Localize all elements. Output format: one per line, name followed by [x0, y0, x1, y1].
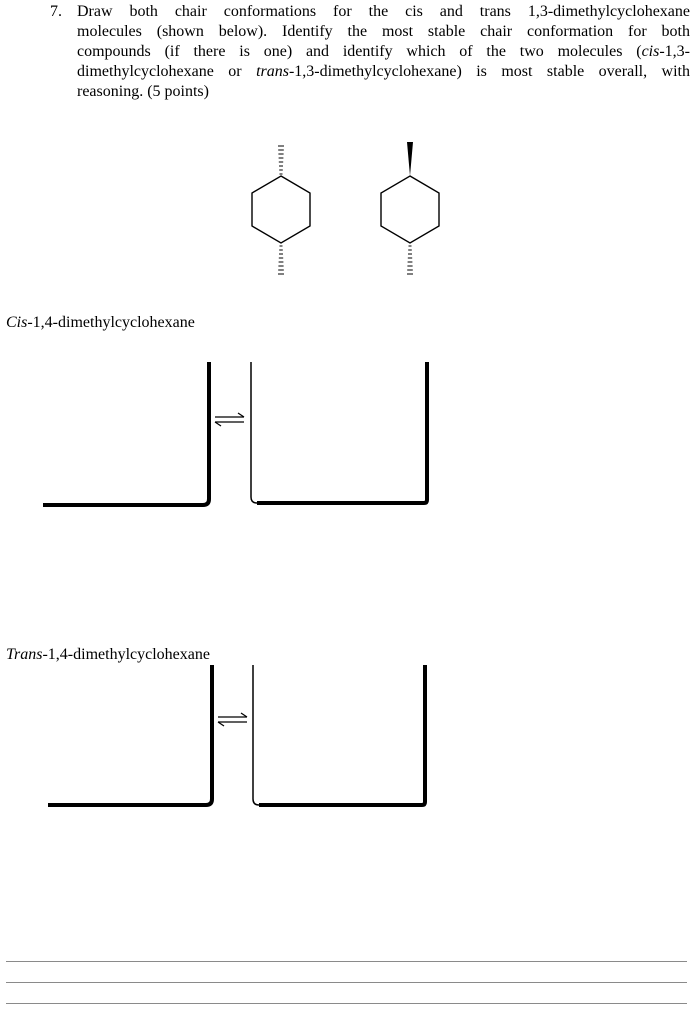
question-line-4: dimethylcyclohexane or trans-1,3-dimethy… — [77, 62, 690, 82]
molecule-structures — [251, 142, 440, 275]
question-line-4-text: dimethylcyclohexane or — [77, 63, 257, 80]
cis-equilibrium-arrow-icon — [214, 412, 245, 427]
cis-section-label: Cis-1,4-dimethylcyclohexane — [6, 313, 195, 333]
trans-top-solid-wedge — [407, 142, 413, 176]
trans-molecule-structure — [380, 142, 440, 275]
cis-molecule-structure — [251, 145, 311, 275]
question-line-3-tail: -1,3- — [659, 43, 690, 60]
question-line-3: compounds (if there is one) and identify… — [77, 42, 690, 62]
question-line-4-italic: trans — [256, 63, 289, 80]
trans-label-rest: -1,4-dimethylcyclohexane — [42, 646, 210, 663]
answer-line-3[interactable] — [6, 1003, 687, 1004]
trans-section-label: Trans-1,4-dimethylcyclohexane — [6, 645, 210, 665]
answer-line-1[interactable] — [6, 961, 687, 962]
question-line-3-text: compounds (if there is one) and identify… — [77, 43, 642, 60]
question-number: 7. — [50, 3, 62, 20]
trans-right-chair-frame — [252, 665, 426, 806]
answer-line-2[interactable] — [6, 982, 687, 983]
trans-left-chair-frame — [48, 665, 214, 807]
cis-top-hashed-wedge — [278, 145, 284, 175]
question-line-2: molecules (shown below). Identify the mo… — [77, 23, 690, 40]
question-line-1: Draw both chair conformations for the ci… — [77, 3, 690, 20]
question-line-4-tail: -1,3-dimethylcyclohexane) is most stable… — [288, 63, 690, 80]
trans-bottom-hashed-wedge — [407, 245, 413, 275]
cis-bottom-hashed-wedge — [278, 245, 284, 275]
cis-label-rest: -1,4-dimethylcyclohexane — [27, 314, 195, 331]
question-line-5: reasoning. (5 points) — [77, 83, 209, 100]
question-line-3-italic: cis — [641, 43, 660, 60]
trans-equilibrium-arrow-icon — [217, 712, 248, 727]
trans-label-italic: Trans — [6, 646, 43, 663]
cis-label-italic: Cis — [6, 314, 28, 331]
cis-left-chair-frame — [43, 362, 211, 507]
